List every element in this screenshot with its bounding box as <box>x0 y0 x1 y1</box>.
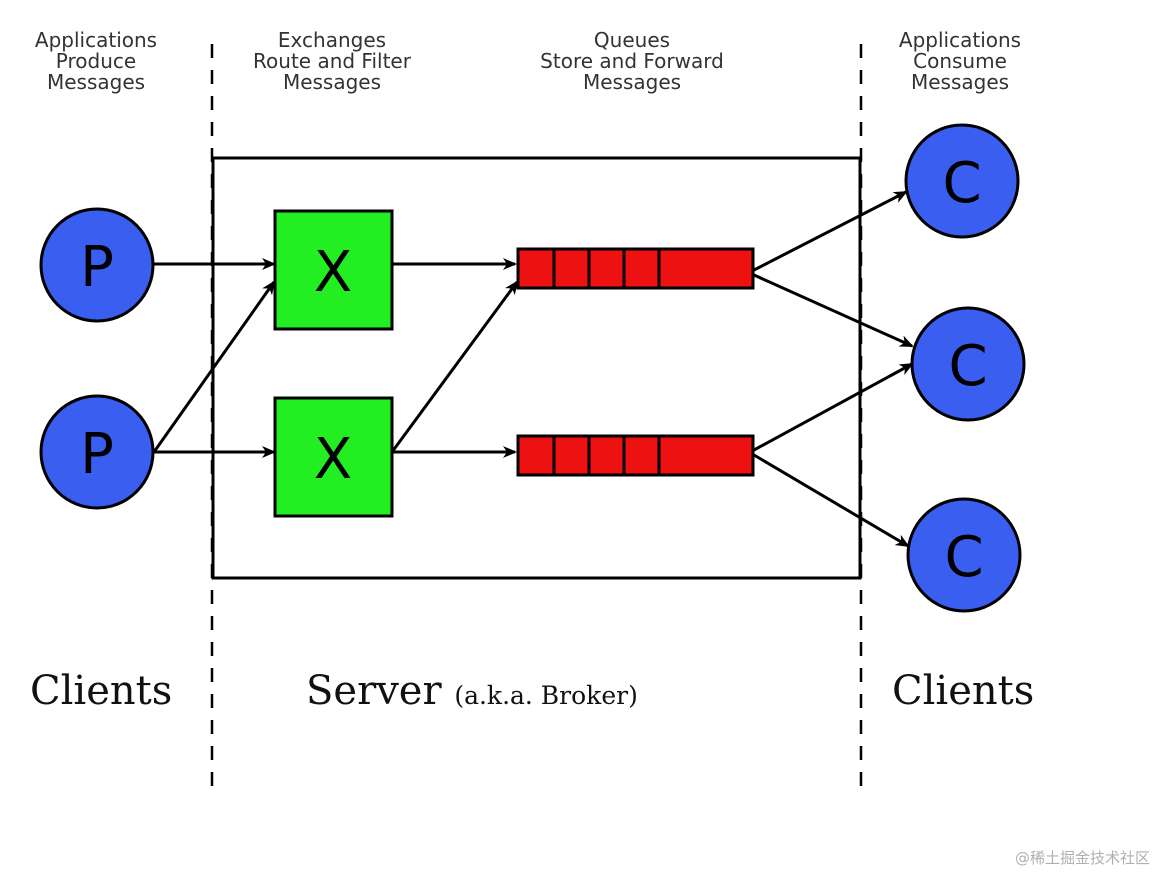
header-line: Consume <box>913 49 1007 73</box>
header-line: Messages <box>46 70 146 94</box>
producer-label: P <box>80 235 114 300</box>
watermark: @稀土掘金技术社区 <box>1014 849 1150 867</box>
arrow-q1-c1 <box>753 190 908 272</box>
server-title: Server <box>306 668 442 714</box>
queue-1 <box>516 247 755 290</box>
consumer-label: C <box>942 151 981 216</box>
exchange-node-2: X <box>273 396 394 518</box>
header-line: Messages <box>910 70 1010 94</box>
consumer-node-2: C <box>910 306 1026 422</box>
consumer-node-3: C <box>906 497 1022 613</box>
consumer-label: C <box>948 334 987 399</box>
arrow-q2-c3 <box>753 453 910 548</box>
arrow-q1-c2 <box>753 273 914 348</box>
producer-label: P <box>80 422 114 487</box>
header-line: Route and Filter <box>253 49 411 73</box>
section-label-server: Server (a.k.a. Broker) <box>306 668 638 714</box>
section-label-right-clients: Clients <box>892 668 1035 714</box>
consumer-label: C <box>944 525 983 590</box>
header-exchanges: Exchanges Route and Filter Messages <box>253 30 411 93</box>
header-line: Applications <box>898 28 1022 52</box>
header-line: Messages <box>582 70 682 94</box>
section-label-left-clients: Clients <box>30 668 173 714</box>
consumer-node-1: C <box>904 123 1020 239</box>
header-line: Produce <box>55 49 137 73</box>
exchange-label: X <box>314 240 352 305</box>
header-queues: Queues Store and Forward Messages <box>540 30 724 93</box>
arrow-p2-x1 <box>152 280 276 453</box>
header-line: Store and Forward <box>540 49 724 73</box>
header-line: Queues <box>593 28 671 52</box>
header-producers: Applications Produce Messages <box>35 30 157 93</box>
header-consumers: Applications Consume Messages <box>899 30 1021 93</box>
producer-node-2: P <box>39 394 155 510</box>
header-line: Messages <box>282 70 382 94</box>
arrow-q2-c2 <box>753 362 914 452</box>
exchange-node-1: X <box>273 209 394 331</box>
exchange-label: X <box>314 427 352 492</box>
header-line: Applications <box>34 28 158 52</box>
header-line: Exchanges <box>277 28 387 52</box>
server-note: (a.k.a. Broker) <box>454 681 638 710</box>
queue-2 <box>516 434 755 477</box>
arrow-x2-q1 <box>390 280 519 453</box>
producer-node-1: P <box>39 207 155 323</box>
